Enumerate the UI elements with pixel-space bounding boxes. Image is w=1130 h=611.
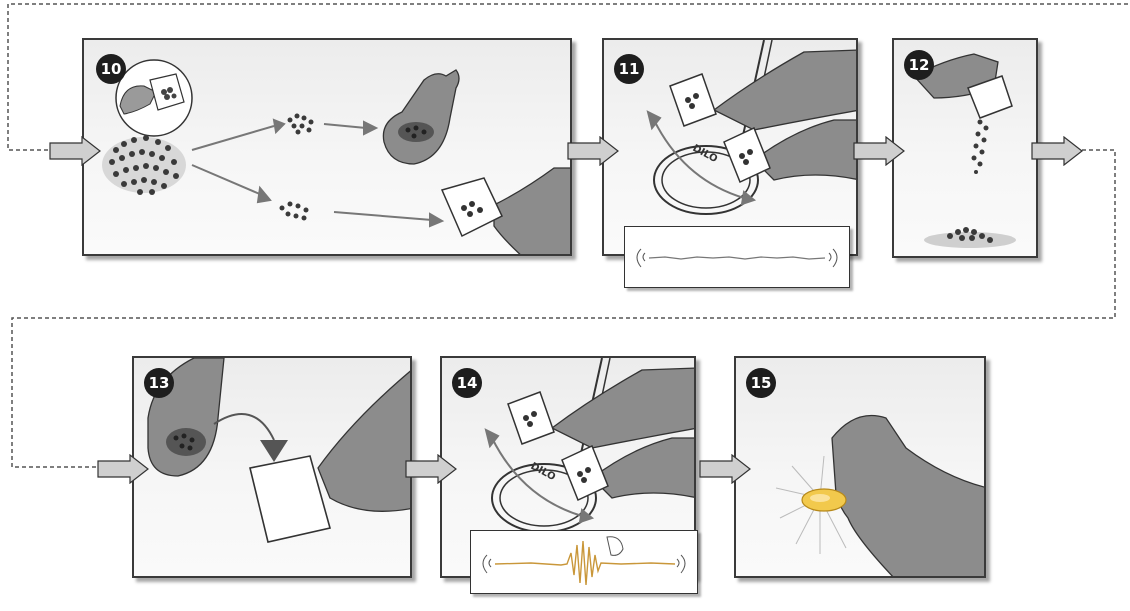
step-14-sound-graph: [470, 530, 698, 594]
step-number-badge: 13: [144, 368, 174, 398]
step-12-panel: 12: [892, 38, 1038, 258]
flat-sound-wave: [636, 248, 838, 268]
sound-wave-with-click: [482, 536, 686, 586]
step-number-badge: 11: [614, 54, 644, 84]
flow-arrow-14-to-15: [699, 454, 751, 484]
split-arrows: [191, 118, 445, 228]
inset-hand-cup: [115, 59, 193, 137]
shaking-hands: [550, 367, 694, 499]
flow-arrow-11-to-12: [853, 136, 905, 166]
step-11-sound-graph: [624, 226, 850, 288]
cup-upper: [507, 391, 555, 445]
flow-arrow-10-to-11: [567, 136, 619, 166]
step-number-badge: 12: [904, 50, 934, 80]
step-number-badge: 14: [452, 368, 482, 398]
grain-pile-small-top: [287, 113, 314, 135]
gold-nugget: [801, 488, 847, 512]
hand-holding-cup: [317, 370, 410, 512]
step-15-panel: 15: [734, 356, 986, 578]
flow-arrow-into-10: [49, 136, 101, 166]
step-14-illustration: DILO: [484, 358, 694, 533]
cup: [249, 455, 331, 543]
step-11-panel: 11 DILO: [602, 38, 858, 256]
flow-arrow-13-to-14: [405, 454, 457, 484]
hand-tipping-cup: [912, 53, 1013, 119]
left-ear-icon: [636, 248, 646, 268]
open-hand-with-grains: [382, 69, 460, 165]
grain-pile-large: [102, 135, 186, 195]
motion-arrow: [646, 110, 757, 206]
step-10-illustration: [102, 59, 570, 254]
flow-arrow-out-of-12: [1031, 136, 1083, 166]
right-ear-icon: [676, 554, 686, 574]
connector-row1-to-row2: [11, 149, 1116, 468]
step-15-illustration: [775, 414, 984, 576]
hand-holding-nugget: [831, 414, 984, 576]
wave-line: [494, 540, 676, 586]
cup-upper: [669, 73, 717, 127]
falling-grains: [971, 119, 989, 174]
wave-line: [648, 256, 826, 260]
transfer-arrow: [213, 413, 288, 462]
step-number-badge: 15: [746, 368, 776, 398]
step-12-illustration: [912, 53, 1016, 248]
hand-holding-cup: [440, 167, 570, 254]
step-number-badge: 10: [96, 54, 126, 84]
step-10-panel: 10: [82, 38, 572, 256]
connector-start-top: [7, 3, 1128, 151]
step-11-illustration: DILO: [646, 40, 856, 215]
cup-lower: [723, 126, 771, 184]
grain-pile-small-bottom: [279, 201, 309, 221]
shaking-hands: [712, 49, 856, 181]
grain-pile-floor: [924, 227, 1016, 248]
cup-lower: [561, 444, 609, 502]
step-13-panel: 13: [132, 356, 412, 578]
left-ear-icon: [482, 554, 492, 574]
step-13-illustration: [147, 358, 410, 543]
right-ear-icon: [828, 248, 838, 268]
listener-head-icon: [606, 536, 624, 556]
motion-arrow: [484, 428, 595, 524]
flow-arrow-into-13: [97, 454, 149, 484]
